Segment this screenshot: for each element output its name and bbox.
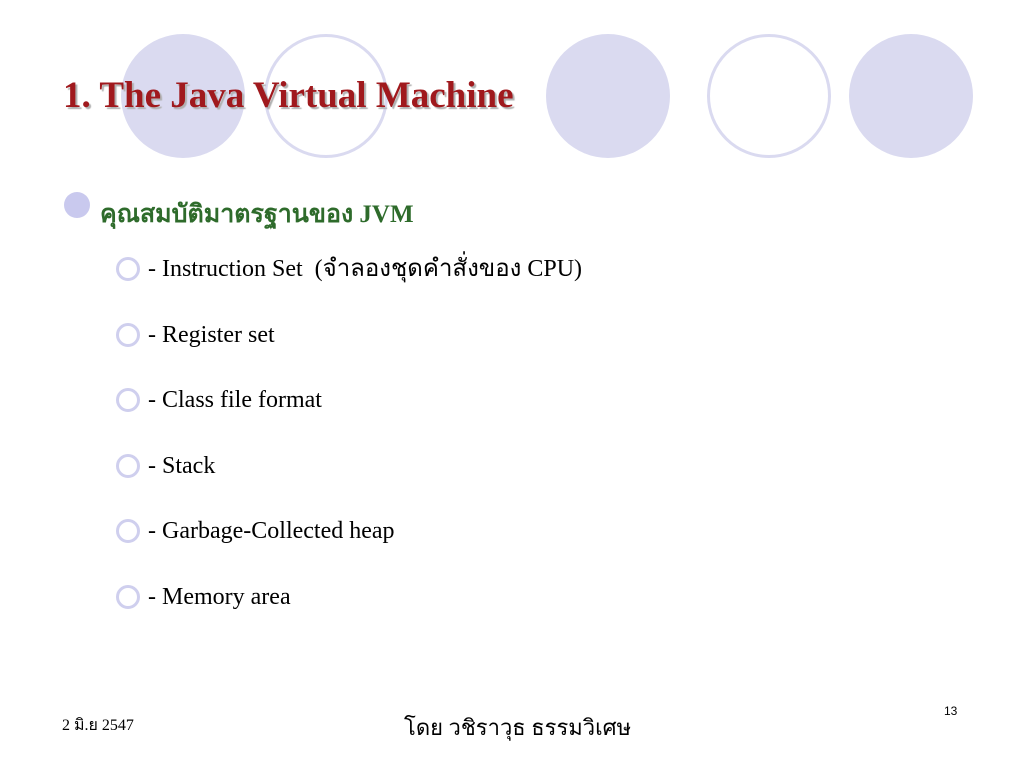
list-item: - Class file format (116, 385, 582, 451)
ring-bullet-icon (116, 388, 140, 413)
ring-bullet-icon (116, 584, 140, 609)
sub-bullet-list: - Instruction Set (จำลองชุดคำสั่งของ CPU… (116, 254, 582, 648)
list-item: - Stack (116, 451, 582, 517)
sub-item-text: Instruction Set (จำลองชุดคำสั่งของ CPU) (162, 256, 583, 282)
sub-item-text: Stack (162, 452, 216, 479)
dash-prefix: - (148, 452, 156, 479)
sub-item-text: Register set (162, 321, 275, 348)
page-number: 13 (944, 704, 958, 718)
filled-circle-bullet-icon (64, 192, 90, 218)
main-bullet-text: คุณสมบัติมาตรฐานของ JVM (100, 201, 414, 228)
decorative-filled-circle (849, 34, 973, 158)
list-item: - Instruction Set (จำลองชุดคำสั่งของ CPU… (116, 254, 582, 320)
slide-title: 1. The Java Virtual Machine (63, 75, 514, 116)
dash-prefix: - (148, 583, 156, 610)
decorative-filled-circle (121, 34, 245, 158)
decorative-ring-circle (707, 34, 831, 158)
dash-prefix: - (148, 321, 156, 348)
dash-prefix: - (148, 518, 156, 545)
sub-item-text: Garbage-Collected heap (162, 518, 395, 545)
decorative-ring-circle (264, 34, 388, 158)
ring-bullet-icon (116, 322, 140, 347)
footer-date: 2 มิ.ย 2547 (62, 717, 134, 734)
sub-item-text: Class file format (162, 387, 322, 414)
decorative-filled-circle (546, 34, 670, 158)
list-item: - Garbage-Collected heap (116, 516, 582, 582)
list-item: - Register set (116, 320, 582, 386)
dash-prefix: - (148, 387, 156, 414)
sub-item-text: Memory area (162, 583, 291, 610)
list-item: - Memory area (116, 582, 582, 648)
footer-author: โดย วชิราวุธ ธรรมวิเศษ (404, 715, 632, 740)
ring-bullet-icon (116, 519, 140, 544)
ring-bullet-icon (116, 453, 140, 478)
ring-bullet-icon (116, 257, 140, 281)
dash-prefix: - (148, 256, 156, 282)
